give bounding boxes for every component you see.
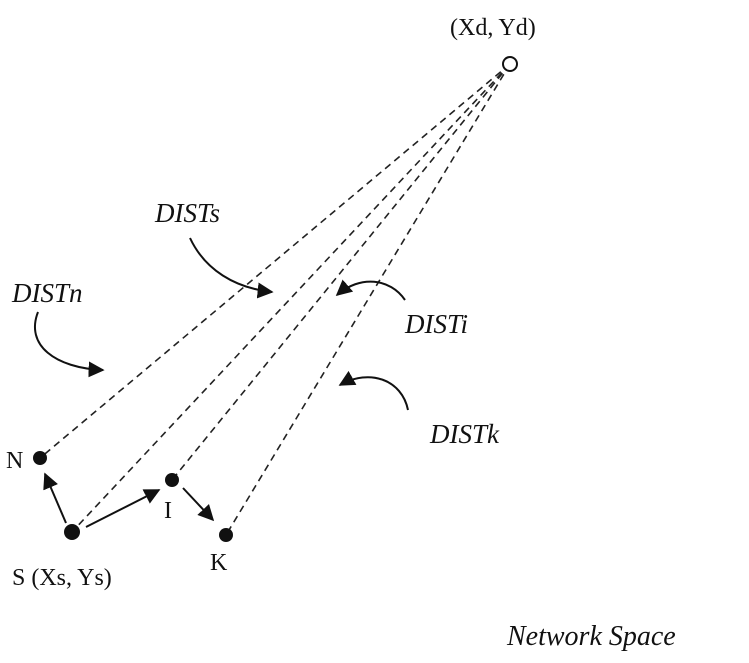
- dist-line-i: [171, 63, 511, 481]
- destination-label: (Xd, Yd): [450, 15, 536, 41]
- dist-line-s: [71, 63, 511, 533]
- node-i: [165, 473, 179, 487]
- dist-s-label: DISTs: [154, 198, 220, 228]
- node-i-label: I: [164, 498, 172, 524]
- pointer-disti: [335, 279, 406, 301]
- dist-k-label: DISTk: [429, 419, 500, 449]
- destination-node: [502, 56, 518, 72]
- dist-line-k: [225, 63, 511, 536]
- hop-arrow-i-to-k: [182, 487, 215, 522]
- node-s: [64, 524, 80, 540]
- dist-i-label: DISTi: [404, 309, 468, 339]
- pointer-dists: [189, 237, 274, 299]
- pointer-distk: [338, 370, 409, 411]
- node-n: [33, 451, 47, 465]
- dist-line-n: [39, 63, 511, 459]
- hop-arrow-s-to-n: [43, 472, 67, 524]
- dist-n-label: DISTn: [11, 278, 83, 308]
- hop-arrow-s-to-i: [85, 489, 161, 528]
- node-n-label: N: [6, 448, 23, 474]
- network-space-caption: Network Space: [506, 621, 676, 652]
- pointer-distn: [33, 311, 105, 378]
- node-k-label: K: [210, 550, 228, 576]
- node-k: [219, 528, 233, 542]
- node-s-label: S (Xs, Ys): [12, 565, 112, 591]
